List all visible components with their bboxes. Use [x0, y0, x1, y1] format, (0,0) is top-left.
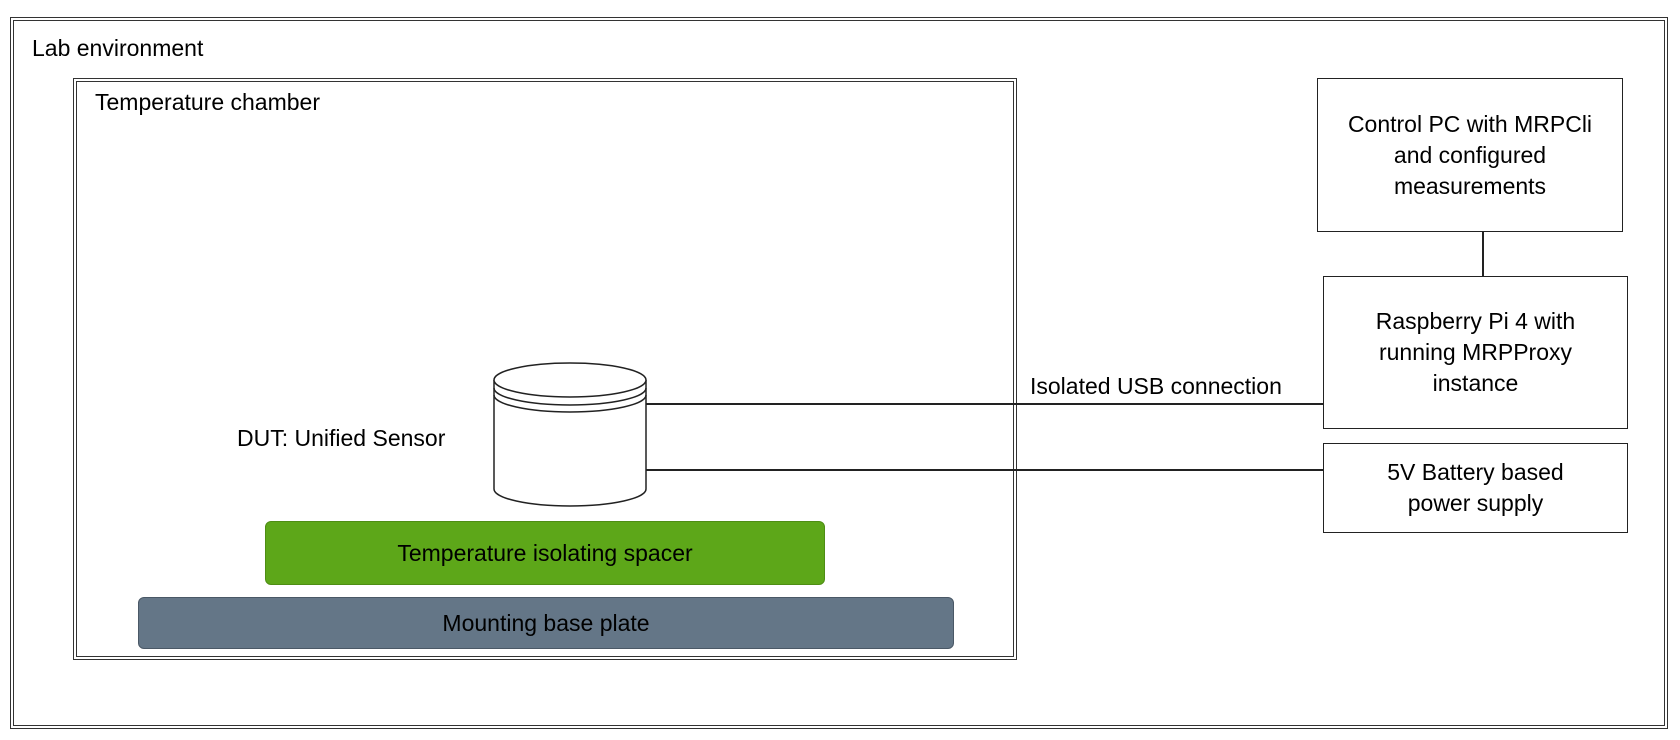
base-plate-label: Mounting base plate [442, 609, 650, 636]
pc-pi-connector [1482, 232, 1484, 276]
temperature-isolating-spacer: Temperature isolating spacer [265, 521, 825, 585]
spacer-label: Temperature isolating spacer [397, 539, 693, 566]
power-supply-box: 5V Battery based power supply [1323, 443, 1628, 533]
usb-connection-label: Isolated USB connection [1026, 373, 1286, 400]
dut-cylinder-icon [493, 362, 647, 507]
lab-environment-label: Lab environment [32, 35, 204, 61]
control-pc-label: Control PC with MRPCli and configured me… [1347, 110, 1593, 199]
control-pc-box: Control PC with MRPCli and configured me… [1317, 78, 1623, 232]
mounting-base-plate: Mounting base plate [138, 597, 954, 649]
raspberry-pi-label: Raspberry Pi 4 with running MRPProxy ins… [1375, 308, 1576, 396]
dut-label: DUT: Unified Sensor [237, 425, 446, 451]
temperature-chamber-label: Temperature chamber [95, 89, 320, 115]
power-supply-label: 5V Battery based power supply [1387, 459, 1564, 516]
power-supply-line [646, 469, 1323, 471]
usb-connection-line [646, 403, 1323, 405]
raspberry-pi-box: Raspberry Pi 4 with running MRPProxy ins… [1323, 276, 1628, 429]
